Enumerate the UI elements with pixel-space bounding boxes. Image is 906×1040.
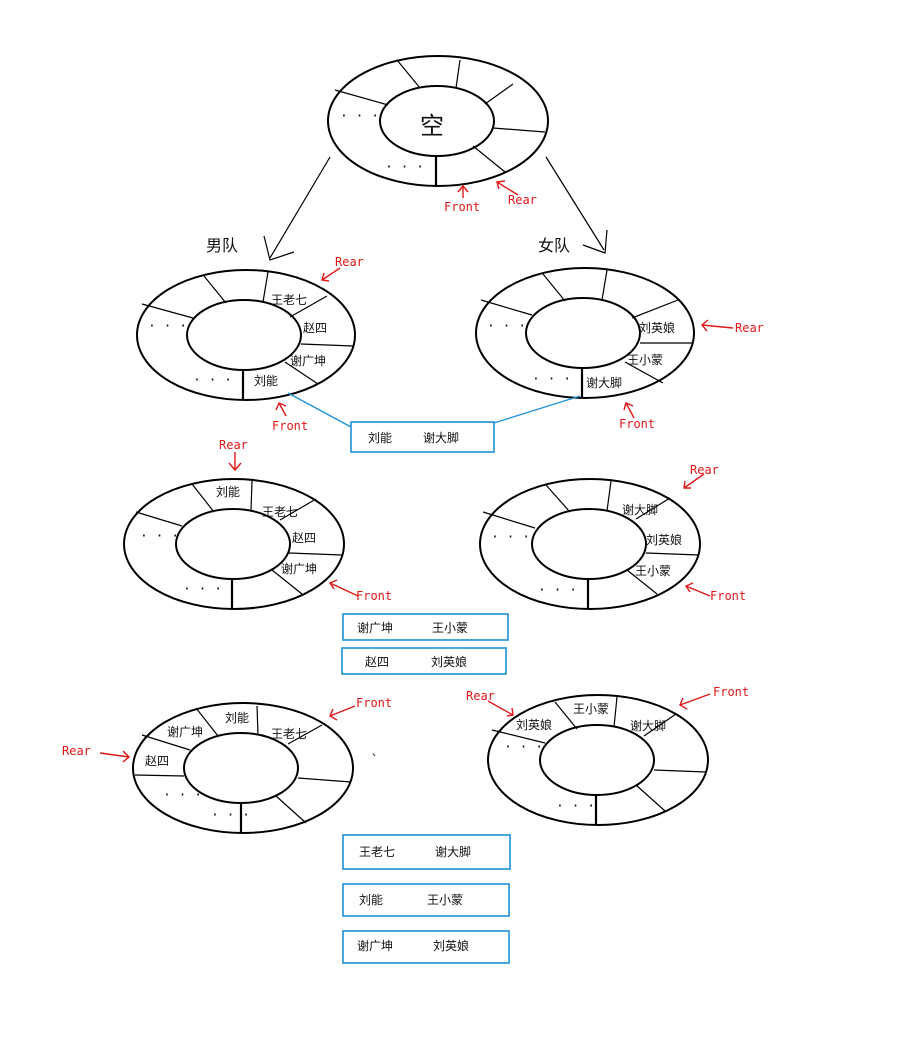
female-queue-label: 女队 bbox=[538, 236, 570, 255]
stage1-female-front-pointer: Front bbox=[619, 402, 655, 431]
pair-female-name: 王小蒙 bbox=[432, 621, 468, 635]
rear-label: Rear bbox=[466, 689, 495, 703]
queue-slot-label: 王小蒙 bbox=[635, 564, 671, 578]
queue-slot-label: 谢大脚 bbox=[622, 502, 658, 517]
stage2-female-front-pointer: Front bbox=[684, 582, 746, 603]
ellipsis: · · · bbox=[340, 109, 379, 124]
queue-slot-label: 王小蒙 bbox=[627, 353, 663, 367]
stray-mark: ˎ bbox=[370, 741, 378, 756]
rear-label: Rear bbox=[335, 255, 364, 269]
ellipsis: · · · bbox=[504, 740, 543, 755]
pair-link-line bbox=[287, 392, 352, 428]
stage1-female-ring: 刘英娘 王小蒙 谢大脚 · · · · · · bbox=[475, 267, 695, 399]
stage2-male-ring: 刘能 王老七 赵四 谢广坤 · · · · · · bbox=[123, 478, 345, 610]
stage1-male-rear-pointer: Rear bbox=[321, 255, 364, 282]
empty-label: 空 bbox=[420, 112, 444, 140]
stage2-male-rear-pointer: Rear bbox=[219, 438, 248, 472]
queue-slot-label: 谢大脚 bbox=[586, 375, 622, 390]
queue-slot-label: 刘英娘 bbox=[516, 717, 552, 732]
split-arrow-male bbox=[263, 156, 331, 261]
queue-slot-label: 谢广坤 bbox=[167, 724, 203, 739]
queue-slot-label: 谢广坤 bbox=[281, 561, 317, 576]
front-label: Front bbox=[713, 685, 749, 699]
queue-slot-label: 赵四 bbox=[292, 531, 316, 545]
ellipsis: · · · bbox=[183, 582, 222, 597]
rear-label: Rear bbox=[62, 744, 91, 758]
stage3-pair-box: 王老七 谢大脚 bbox=[342, 834, 511, 870]
pair-male-name: 赵四 bbox=[365, 655, 389, 669]
stage3-female-front-pointer: Front bbox=[679, 685, 749, 710]
ellipsis: · · · bbox=[538, 583, 577, 598]
queue-slot-label: 王老七 bbox=[262, 505, 298, 519]
pair-link-line bbox=[493, 395, 581, 424]
queue-slot-label: 刘英娘 bbox=[639, 320, 675, 335]
queue-slot-label: 赵四 bbox=[303, 321, 327, 335]
queue-slot-label: 谢广坤 bbox=[290, 353, 326, 368]
stage1-pair-box: 刘能 谢大脚 bbox=[350, 421, 495, 453]
rear-label: Rear bbox=[735, 321, 764, 335]
pair-female-name: 王小蒙 bbox=[427, 893, 463, 907]
split-arrow-female bbox=[545, 156, 608, 254]
ellipsis: · · · bbox=[148, 319, 187, 334]
pair-male-name: 刘能 bbox=[359, 893, 383, 907]
queue-slot-label: 刘能 bbox=[225, 711, 249, 725]
front-pointer: Front bbox=[444, 184, 480, 214]
queue-slot-label: 刘英娘 bbox=[646, 532, 682, 547]
ellipsis: · · · bbox=[163, 788, 202, 803]
queue-slot-label: 王小蒙 bbox=[573, 702, 609, 716]
ellipsis: · · · bbox=[193, 373, 232, 388]
queue-slot-label: 刘能 bbox=[254, 374, 278, 388]
rear-label: Rear bbox=[508, 193, 537, 207]
stage2-pair-box: 谢广坤 王小蒙 bbox=[342, 613, 509, 641]
ellipsis: · · · bbox=[491, 530, 530, 545]
ellipsis: · · · bbox=[487, 319, 526, 334]
pair-male-name: 刘能 bbox=[368, 431, 392, 445]
empty-queue-ring: 空 · · · · · · bbox=[327, 55, 549, 187]
male-queue-label: 男队 bbox=[206, 236, 238, 255]
stage3-male-rear-pointer: Rear bbox=[62, 744, 131, 763]
front-label: Front bbox=[710, 589, 746, 603]
ellipsis: · · · bbox=[556, 799, 595, 814]
rear-label: Rear bbox=[690, 463, 719, 477]
queue-slot-label: 王老七 bbox=[271, 293, 307, 307]
stage3-female-rear-pointer: Rear bbox=[466, 689, 514, 717]
stage2-female-rear-pointer: Rear bbox=[683, 463, 719, 489]
rear-pointer: Rear bbox=[496, 180, 537, 207]
pair-male-name: 谢广坤 bbox=[357, 620, 393, 635]
front-label: Front bbox=[356, 589, 392, 603]
stage3-male-ring: 谢广坤 刘能 王老七 赵四 · · · · · · bbox=[132, 702, 354, 834]
front-label: Front bbox=[619, 417, 655, 431]
stage3-male-front-pointer: Front bbox=[329, 696, 392, 721]
pair-female-name: 谢大脚 bbox=[423, 430, 459, 445]
queue-slot-label: 谢大脚 bbox=[630, 718, 666, 733]
pair-male-name: 王老七 bbox=[359, 845, 395, 859]
stage3-female-ring: 刘英娘 王小蒙 谢大脚 · · · · · · bbox=[487, 694, 709, 826]
pair-female-name: 谢大脚 bbox=[435, 844, 471, 859]
ellipsis: · · · bbox=[140, 529, 179, 544]
pair-male-name: 谢广坤 bbox=[357, 938, 393, 953]
ellipsis: · · · bbox=[385, 160, 424, 175]
front-label: Front bbox=[272, 419, 308, 433]
ellipsis: · · · bbox=[211, 808, 250, 823]
rear-label: Rear bbox=[219, 438, 248, 452]
pair-female-name: 刘英娘 bbox=[431, 654, 467, 669]
stage2-female-ring: 谢大脚 刘英娘 王小蒙 · · · · · · bbox=[479, 478, 701, 610]
front-label: Front bbox=[444, 200, 480, 214]
stage3-pair-box: 谢广坤 刘英娘 bbox=[342, 930, 510, 964]
pair-female-name: 刘英娘 bbox=[433, 938, 469, 953]
queue-slot-label: 赵四 bbox=[145, 754, 169, 768]
stage3-pair-box: 刘能 王小蒙 bbox=[342, 883, 510, 917]
stage2-pair-box: 赵四 刘英娘 bbox=[341, 647, 507, 675]
front-label: Front bbox=[356, 696, 392, 710]
queue-slot-label: 刘能 bbox=[216, 485, 240, 499]
stage1-female-rear-pointer: Rear bbox=[701, 319, 764, 335]
stage1-male-front-pointer: Front bbox=[272, 402, 308, 433]
stage2-male-front-pointer: Front bbox=[328, 579, 392, 603]
ellipsis: · · · bbox=[532, 372, 571, 387]
stage1-male-ring: 王老七 赵四 谢广坤 刘能 · · · · · · bbox=[136, 269, 356, 401]
queue-slot-label: 王老七 bbox=[271, 727, 307, 741]
